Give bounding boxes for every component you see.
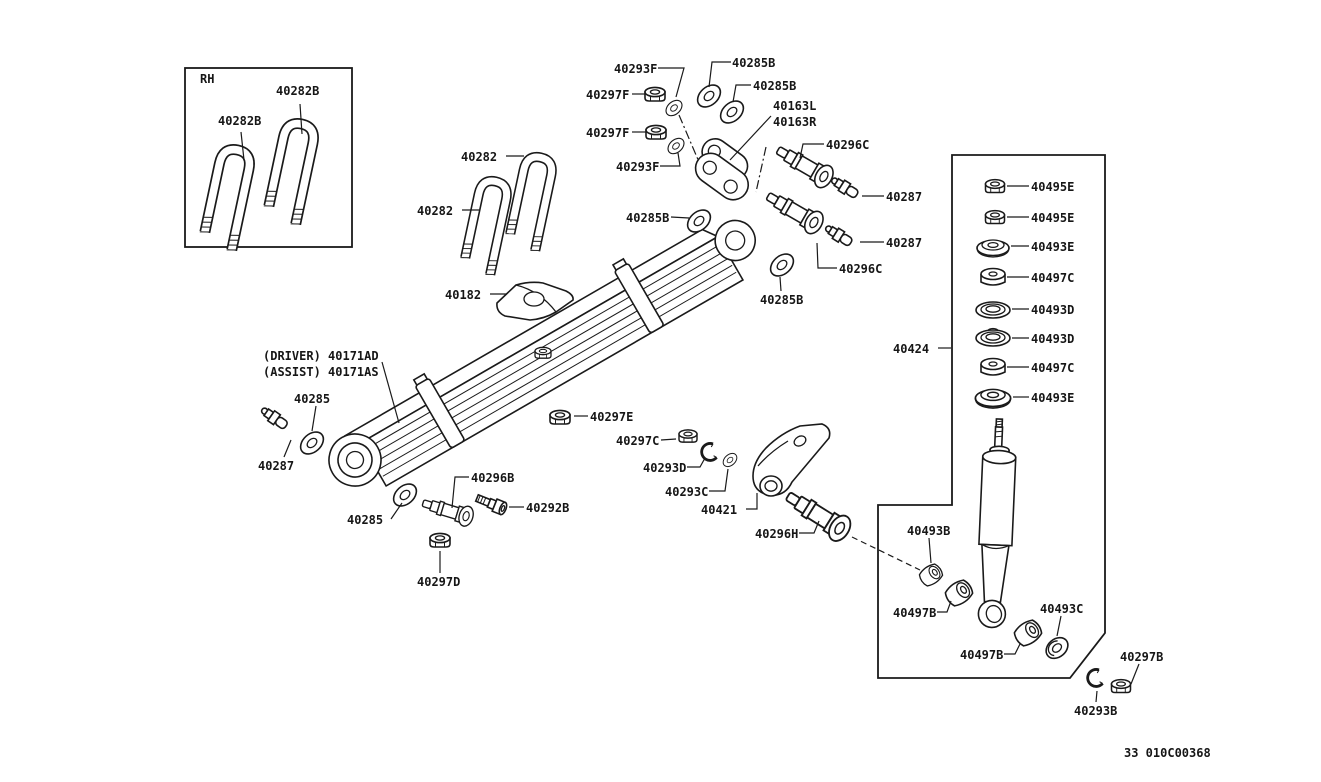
part-label-40182: 40182 (445, 288, 482, 302)
part-label-40282B: 40282B (218, 114, 262, 128)
bushing-40497b-drawing (1010, 616, 1046, 650)
rh-inset-box (184, 67, 353, 252)
washer-40493c-drawing (1045, 636, 1069, 660)
part-label-40285: 40285 (347, 513, 384, 527)
u-bolt-drawing (261, 120, 321, 226)
part-label-40296C: 40296C (826, 138, 870, 152)
part-label-40495E: 40495E (1031, 211, 1075, 225)
clip-40293b-drawing (1084, 667, 1105, 690)
bolt-40292b-drawing (473, 491, 509, 517)
part-label-40497B: 40497B (960, 648, 1004, 662)
part-label-40497C: 40497C (1031, 271, 1075, 285)
part-label-40421: 40421 (701, 503, 738, 517)
bushing-40497b-drawing (941, 576, 977, 610)
part-label-40285B: 40285B (760, 293, 804, 307)
part-label-40296C: 40296C (839, 262, 883, 276)
part-label-40293C: 40293C (665, 485, 709, 499)
part-label-40285: 40285 (294, 392, 331, 406)
part-label-40424: 40424 (893, 342, 930, 356)
part-label-40297E: 40297E (590, 410, 634, 424)
part-label-40293B: 40293B (1074, 704, 1118, 718)
pin-40296b-drawing (419, 492, 477, 529)
part-label-40497C: 40497C (1031, 361, 1075, 375)
u-bolt-drawing (197, 146, 257, 252)
part-label-40293D: 40293D (643, 461, 687, 475)
clip-40293d-drawing (698, 441, 719, 464)
part-label-40493E: 40493E (1031, 391, 1075, 405)
part-label-40493D: 40493D (1031, 303, 1075, 317)
part-label-40292B: 40292B (526, 501, 570, 515)
part-label-40287: 40287 (258, 459, 295, 473)
part-label-40285B: 40285B (626, 211, 670, 225)
pin-40296c-drawing (761, 184, 828, 238)
leaf-spring-drawing (328, 219, 756, 488)
part-label-40493E: 40493E (1031, 240, 1075, 254)
construction-lines (678, 114, 921, 571)
part-label-40493B: 40493B (907, 524, 951, 538)
part-label-40297C: 40297C (616, 434, 660, 448)
part-label-40293F: 40293F (614, 62, 658, 76)
part-label-40163R: 40163R (773, 115, 817, 129)
part-label-40287: 40287 (886, 190, 923, 204)
part-label-40296H: 40296H (755, 527, 799, 541)
part-label-40297D: 40297D (417, 575, 461, 589)
leader-lines (240, 61, 1140, 703)
part-label-40293F: 40293F (616, 160, 660, 174)
part-label-40493C: 40493C (1040, 602, 1084, 616)
part-label-40497B: 40497B (893, 606, 937, 620)
center-bolt-nut-drawing (534, 346, 552, 359)
part-label-40495E: 40495E (1031, 180, 1075, 194)
part-label-40297B: 40297B (1120, 650, 1164, 664)
part-label-40285B: 40285B (753, 79, 797, 93)
fitting-40287-drawing (822, 221, 855, 249)
part-label-40171AD: (DRIVER) 40171AD (263, 349, 379, 363)
fitting-40287-drawing (257, 403, 291, 432)
part-label-40282B: 40282B (276, 84, 320, 98)
part-label-40282: 40282 (417, 204, 454, 218)
part-label-40285B: 40285B (732, 56, 776, 70)
part-label-40171AS: (ASSIST) 40171AS (263, 365, 379, 379)
shock-absorber-drawing (977, 418, 1017, 629)
shackle-plate-40421-drawing (752, 423, 831, 497)
u-bolts-main (458, 154, 559, 277)
shock-absorber-box (877, 154, 1106, 679)
part-label-40493D: 40493D (1031, 332, 1075, 346)
part-label-40297F: 40297F (586, 126, 630, 140)
spring-seat-drawing (496, 281, 574, 321)
inset-corner-label: RH (200, 72, 215, 86)
part-label-40282: 40282 (461, 150, 498, 164)
shackle-40163-drawing (694, 138, 750, 201)
part-label-40297F: 40297F (586, 88, 630, 102)
figure-code: 33 010C00368 (1124, 746, 1211, 760)
part-label-40163L: 40163L (773, 99, 817, 113)
bushing-40493b-drawing (916, 560, 946, 590)
part-label-40287: 40287 (886, 236, 923, 250)
part-label-40296B: 40296B (471, 471, 515, 485)
fitting-40287-drawing (828, 173, 861, 201)
